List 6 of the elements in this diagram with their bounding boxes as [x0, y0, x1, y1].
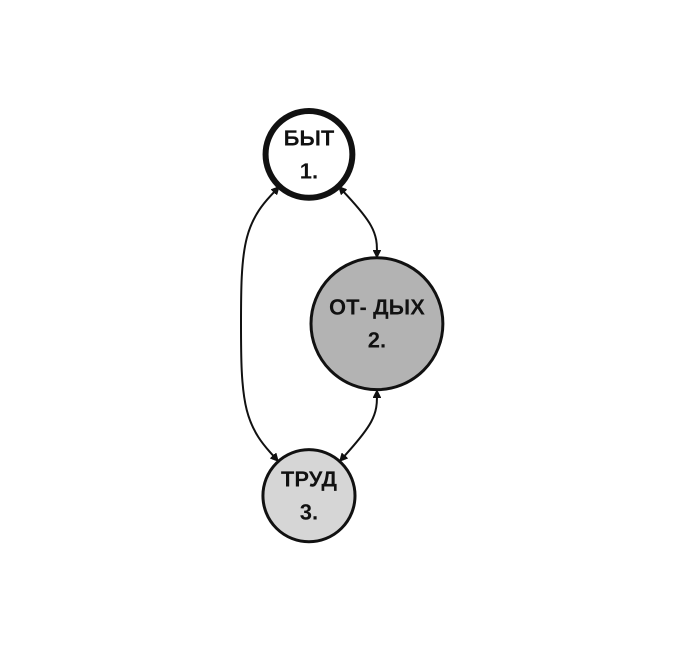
- node-circle: ОТ- ДЫХ 2.: [310, 256, 444, 391]
- arrow: [338, 186, 382, 258]
- arrow: [240, 186, 280, 462]
- node-circle: БЫТ 1.: [262, 108, 356, 200]
- node-circle: ТРУД 3.: [262, 448, 357, 543]
- arrow: [339, 389, 382, 462]
